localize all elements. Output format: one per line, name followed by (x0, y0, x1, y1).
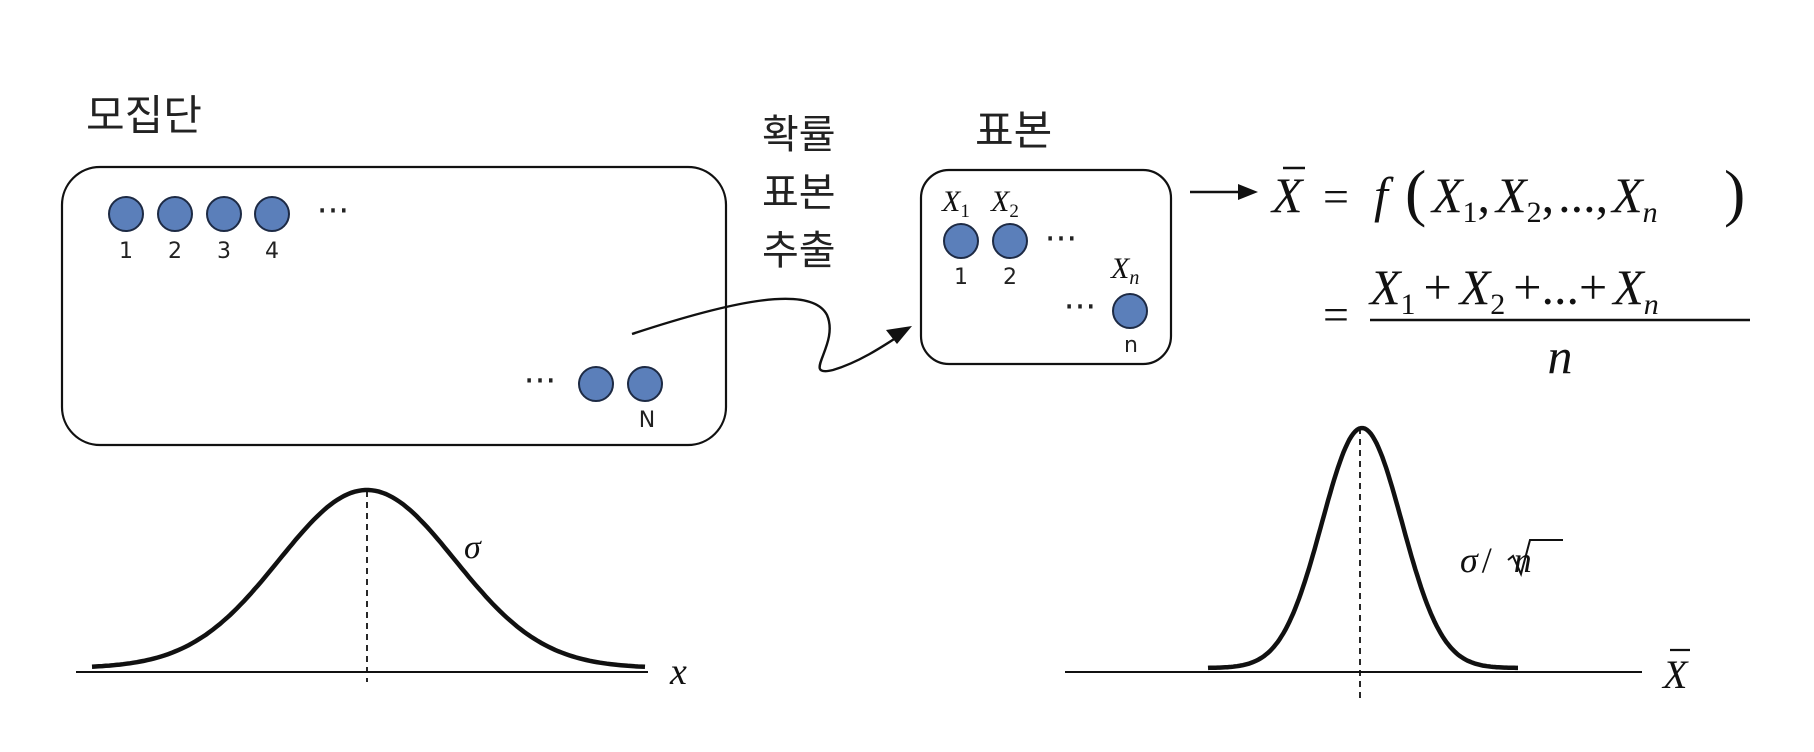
population-units: 1 2 3 4 ··· ··· N (108, 191, 663, 433)
population-unit-1 (108, 196, 144, 232)
sampling-distribution: σ/n X (1065, 425, 1690, 700)
statistic-formula: X = f ( X1,X2,...,Xn ) = X1+X2+...+Xn n (1270, 157, 1750, 384)
population-dots-top: ··· (317, 191, 349, 231)
sampling-arrow-head (886, 326, 912, 344)
population-unit-label-1: 1 (119, 239, 133, 264)
population-unit-N (627, 366, 663, 402)
statistic-arrow (1190, 184, 1258, 200)
population-unit-4 (254, 196, 290, 232)
sampling-dist-axis-label: X (1661, 652, 1689, 697)
formula-lparen: ( (1405, 157, 1426, 228)
formula-numerator: X1+X2+...+Xn (1368, 259, 1659, 321)
formula-eq-1: = (1323, 171, 1349, 222)
formula-xbar: X (1270, 167, 1305, 223)
sample-title: 표본 (975, 106, 1052, 155)
population-unit-label-N: N (639, 408, 655, 433)
sampling-label-line-1: 확률 (762, 112, 836, 158)
sampling-arrow (631, 297, 906, 373)
population-unit-2 (157, 196, 193, 232)
sampling-dist-sqrt-sign (1507, 539, 1563, 578)
population-dist-curve (91, 487, 646, 670)
sample-var-X1: X1 (941, 185, 970, 222)
population-title: 모집단 (86, 91, 202, 140)
sampling-label-line-3: 추출 (762, 228, 836, 274)
sample-var-Xn: Xn (1110, 252, 1139, 289)
sample-dots-bottom: ··· (1064, 287, 1096, 327)
sample-var-X2: X2 (990, 185, 1019, 222)
sample-unit-label-2: 2 (1003, 265, 1017, 290)
population-dots-bottom: ··· (524, 361, 556, 401)
sample-unit-label-n: n (1124, 333, 1138, 358)
sample-unit-label-1: 1 (954, 265, 968, 290)
formula-f: f (1374, 167, 1394, 223)
sample-unit-1 (943, 223, 979, 259)
formula-rparen: ) (1724, 157, 1745, 228)
sample-box (919, 168, 1173, 366)
population-unit-n-1 (578, 366, 614, 402)
population-unit-3 (206, 196, 242, 232)
sampling-dist-curve (1207, 425, 1518, 671)
formula-args: X1,X2,...,Xn (1430, 167, 1658, 229)
sampling-label-line-2: 표본 (762, 170, 836, 216)
population-distribution: σ x (76, 487, 687, 693)
population-dist-axis-label: x (669, 651, 687, 693)
sample-dots-top: ··· (1045, 219, 1077, 259)
formula-eq-2: = (1323, 289, 1349, 340)
population-dist-sigma: σ (464, 529, 482, 566)
population-unit-label-3: 3 (217, 239, 231, 264)
sample-units: X1 X2 1 2 ··· Xn ··· n (941, 185, 1148, 358)
population-unit-label-2: 2 (168, 239, 182, 264)
formula-denominator: n (1548, 328, 1573, 384)
population-unit-label-4: 4 (265, 239, 279, 264)
sample-unit-n (1112, 293, 1148, 329)
sample-unit-2 (992, 223, 1028, 259)
